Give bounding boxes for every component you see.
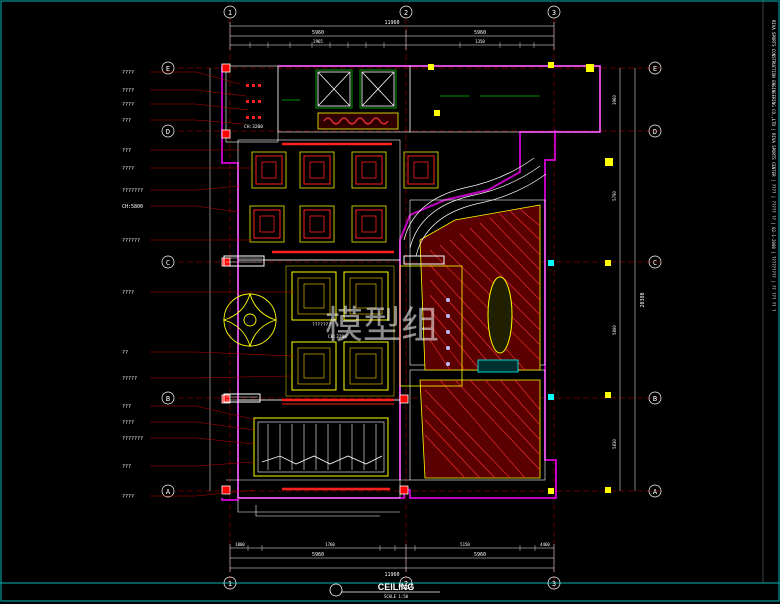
annotation-left-17: ???? xyxy=(122,494,134,500)
drawing-scale: SCALE 1:50 xyxy=(384,594,409,599)
dim-top-partial-2: 1350 xyxy=(475,39,485,44)
dim-bottom-overall: 11960 xyxy=(384,572,399,578)
dim-top-overall: 11960 xyxy=(384,20,399,26)
round-ceiling-feature xyxy=(222,292,278,348)
annotation-left-3: ???? xyxy=(122,102,134,108)
drawing-title: CEILING xyxy=(378,582,415,592)
annotation-left-12: ????? xyxy=(122,376,137,382)
title-bubble xyxy=(329,583,343,597)
axis-row-a-right: A xyxy=(653,488,658,496)
dim-bottom-seg-1: 5960 xyxy=(312,552,324,558)
axis-row-c-right: C xyxy=(653,259,657,267)
annotation-left-14: ???? xyxy=(122,420,134,426)
dim-bottom-detail-3: 5150 xyxy=(460,542,470,547)
annotation-left-13: ??? xyxy=(122,404,131,410)
annotation-left-1: ???? xyxy=(122,70,134,76)
dim-right-seg-1: 3960 xyxy=(612,95,617,105)
dim-top-seg-2: 5960 xyxy=(474,30,486,36)
annotation-left-2: ???? xyxy=(122,88,134,94)
annotation-left-5: ??? xyxy=(122,148,131,154)
dim-right-seg-3: 5800 xyxy=(612,325,617,335)
annotation-left-10: ???? xyxy=(122,290,134,296)
axis-row-b-right: B xyxy=(653,395,657,403)
annotation-left-6: ???? xyxy=(122,166,134,172)
axis-col-1-top: 1 xyxy=(228,9,232,17)
annotation-left-16: ??? xyxy=(122,464,131,470)
dim-right-total: 20380 xyxy=(640,292,646,307)
axis-col-1-bottom: 1 xyxy=(228,580,232,588)
axis-col-2-top: 2 xyxy=(404,9,408,17)
hatched-hall xyxy=(419,204,541,479)
annotation-left-11: ?? xyxy=(122,350,128,356)
watermark-text: 模型组 xyxy=(325,303,439,347)
annotation-left-15: ??????? xyxy=(122,436,143,442)
axis-row-c-left: C xyxy=(166,259,170,267)
axis-col-2-bottom: 2 xyxy=(404,580,408,588)
annotation-left-7: ??????? xyxy=(122,188,143,194)
room-label-ch-1: CH:3200 xyxy=(244,124,263,130)
axis-col-3-top: 3 xyxy=(552,9,556,17)
axis-row-b-left: B xyxy=(166,395,170,403)
room-label-3: ??????? xyxy=(312,322,331,328)
dim-right-seg-2: 5790 xyxy=(612,191,617,201)
coffer-panels-middle xyxy=(285,265,395,397)
annotation-left-9: ?????? xyxy=(122,238,140,244)
axis-row-d-right: D xyxy=(653,128,657,136)
dim-top-seg-1: 5960 xyxy=(312,30,324,36)
annotation-left-4: ??? xyxy=(122,118,131,124)
room-label-ch-2: CH:3200 xyxy=(328,334,347,340)
axis-row-d-left: D xyxy=(166,128,170,136)
title-strip-text: RIVA SPORTS CONSTRUCTION ENGINEERING CO.… xyxy=(771,20,776,312)
axis-col-3-bottom: 3 xyxy=(552,580,556,588)
dim-right-seg-4: 5830 xyxy=(612,439,617,449)
axis-row-a-left: A xyxy=(166,488,171,496)
axis-row-e-left: E xyxy=(166,65,170,73)
coffer-panels-upper xyxy=(249,151,439,243)
bottom-panel xyxy=(253,417,389,477)
dim-top-partial-1: 2965 xyxy=(313,39,323,44)
annotation-left-8: CH:5800 xyxy=(122,204,143,210)
dim-bottom-detail-4: 4460 xyxy=(540,542,550,547)
dim-bottom-seg-2: 5960 xyxy=(474,552,486,558)
dim-bottom-detail-1: 1000 xyxy=(235,542,245,547)
dim-bottom-detail-2: 1760 xyxy=(325,542,335,547)
axis-row-e-right: E xyxy=(653,65,657,73)
